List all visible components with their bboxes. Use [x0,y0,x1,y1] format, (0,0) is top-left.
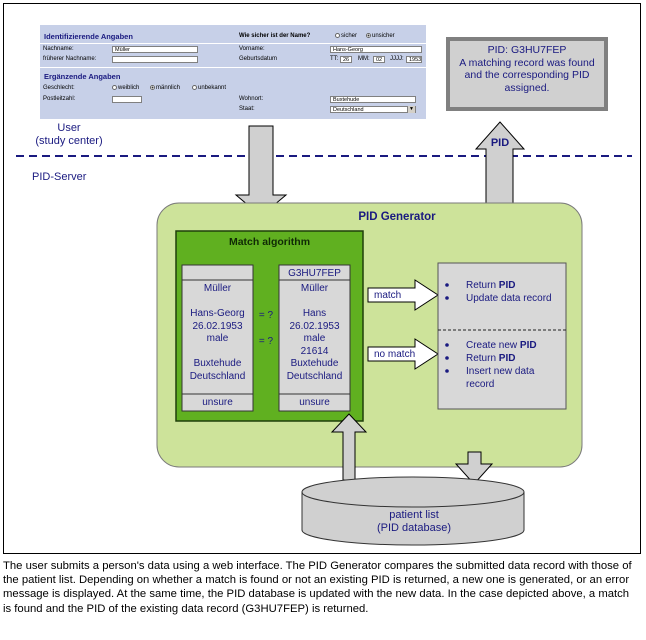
jjjj-label: JJJJ: [390,56,404,62]
db-up-arrow [330,413,368,481]
match-actions: Return PID Update data record [466,279,562,305]
divider [40,43,426,44]
match-action-item: Return PID [466,280,516,291]
geschlecht-radio-unbekannt[interactable]: unbekannt [192,85,226,91]
no-match-arrow [367,338,439,370]
bullet-icon [445,356,449,360]
frueherer-nachname-input[interactable] [112,56,198,63]
geschlecht-radio-weiblich[interactable]: weiblich [112,85,139,91]
bullet-icon [445,343,449,347]
nomatch-action-item: Create new PID [466,340,537,351]
db-down-arrow [454,451,494,485]
left-record-footer: unsure [202,397,233,408]
database-cylinder-top [301,476,525,508]
tt-input[interactable]: 26 [340,56,352,63]
geschlecht-radio-maennlich[interactable]: männlich [150,85,180,91]
action-box [437,262,567,410]
radio-icon [112,85,117,90]
compare-mark: = ? [258,336,274,347]
nachname-input[interactable]: Müller [112,46,198,53]
certainty-radio-sicher[interactable]: sicher [335,33,357,39]
diagram-frame: Identifizierende Angaben Wie sicher ist … [3,3,641,554]
right-record-footer: unsure [299,397,330,408]
diagram-graphics [16,37,632,546]
generator-title: PID Generator [358,211,436,223]
figure-caption: The user submits a person's data using a… [3,560,632,615]
radio-selected-icon [366,33,371,38]
tt-label: TT: [330,56,339,62]
nomatch-action-item: Return PID [466,353,516,364]
section-title-identifying: Identifizierende Angaben [44,32,133,41]
match-action-item: Update data record [466,293,552,304]
bullet-icon [445,369,449,373]
section-title-additional: Ergänzende Angaben [44,72,121,81]
vorname-label: Vorname: [239,46,265,52]
compare-mark: = ? [258,310,274,321]
match-label: match [374,290,402,301]
user-label: User (study center) [35,122,103,147]
server-label: PID-Server [32,171,87,183]
patient-list-label: patient list (PID database) [377,509,451,534]
right-record-lines: Müller Hans 26.02.1953 male 21614 Buxteh… [286,283,343,382]
staat-select[interactable]: Deutschland ▼ [330,106,416,113]
radio-icon [192,85,197,90]
wohnort-input[interactable]: Buxtehude [330,96,416,103]
bullet-icon [445,283,449,287]
right-record-header: G3HU7FEP [288,268,341,279]
result-box [446,37,608,111]
dropdown-arrow-icon[interactable]: ▼ [407,106,415,113]
frueherer-nachname-label: früherer Nachname: [43,56,97,62]
wohnort-label: Wohnort: [239,96,264,102]
bullet-icon [445,296,449,300]
mm-label: MM: [358,56,370,62]
radio-icon [335,33,340,38]
right-record-box [278,264,351,412]
match-arrow [367,279,439,311]
pid-arrow-label: PID [490,137,510,149]
jjjj-input[interactable]: 1953 [406,56,422,63]
plz-input[interactable] [112,96,142,103]
plz-label: Postleitzahl: [43,96,76,102]
certainty-radio-unsicher[interactable]: unsicher [366,33,395,39]
staat-label: Staat: [239,106,255,112]
vorname-input[interactable]: Hans-Georg [330,46,422,53]
left-record-lines: Müller Hans-Georg 26.02.1953 male Buxteh… [189,283,246,382]
nomatch-action-item: Insert new data record [466,366,535,390]
nomatch-actions: Create new PID Return PID Insert new dat… [466,339,558,391]
left-record-box [181,264,254,412]
nachname-label: Nachname: [43,46,74,52]
no-match-label: no match [374,349,416,360]
match-algorithm-title: Match algorithm [228,236,311,248]
certainty-question: Wie sicher ist der Name? [239,33,311,39]
mm-input[interactable]: 02 [373,56,385,63]
web-form: Identifizierende Angaben Wie sicher ist … [40,25,426,119]
radio-selected-icon [150,85,155,90]
result-text: PID: G3HU7FEP A matching record was foun… [459,44,595,94]
divider [40,67,426,68]
geburtsdatum-label: Geburtsdatum [239,56,278,62]
geschlecht-label: Geschlecht: [43,85,75,91]
